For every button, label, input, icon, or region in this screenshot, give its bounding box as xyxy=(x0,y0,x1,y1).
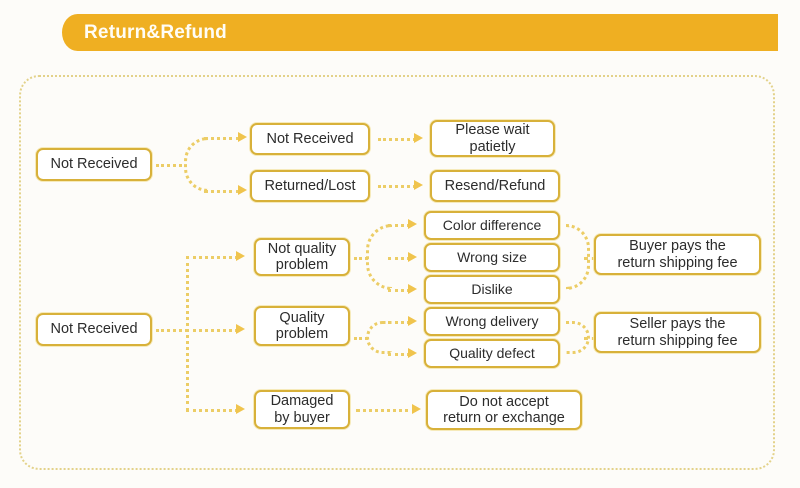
connector-stub-top xyxy=(156,164,182,167)
node-not-received-mid: Not Received xyxy=(36,313,152,346)
ribbon-body-shape xyxy=(78,14,778,51)
node-quality-defect: Quality defect xyxy=(424,339,560,368)
connector-trunk-mid xyxy=(186,256,189,411)
connector-to-not-quality-problem xyxy=(186,256,238,259)
arrow-to-color-difference xyxy=(408,219,417,229)
flow-diagram-container xyxy=(19,75,775,470)
arrow-to-dislike xyxy=(408,284,417,294)
connector-stub-mid xyxy=(156,329,188,332)
node-please-wait-patietly: Please wait patietly xyxy=(430,120,555,157)
connector-to-seller-pays xyxy=(584,337,596,340)
arrow-to-do-not-accept xyxy=(412,404,421,414)
arrow-to-not-quality-problem xyxy=(236,251,245,261)
arrow-to-not-received-branch xyxy=(238,132,247,142)
node-not-received-branch: Not Received xyxy=(250,123,370,155)
connector-to-quality-defect xyxy=(388,353,410,356)
connector-to-color-difference xyxy=(388,224,410,227)
connector-bracket-quality-split xyxy=(366,321,392,354)
connector-to-wrong-delivery xyxy=(388,321,410,324)
arrow-to-returned-lost xyxy=(238,185,247,195)
node-wrong-size: Wrong size xyxy=(424,243,560,272)
arrow-to-wrong-size xyxy=(408,252,417,262)
node-resend-refund: Resend/Refund xyxy=(430,170,560,202)
node-not-quality-problem: Not quality problem xyxy=(254,238,350,276)
node-quality-problem: Quality problem xyxy=(254,306,350,346)
connector-stub-quality xyxy=(354,337,368,340)
connector-to-quality-problem xyxy=(186,329,238,332)
node-buyer-pays-return-shipping-fee: Buyer pays the return shipping fee xyxy=(594,234,761,275)
node-do-not-accept-return-or-exchange: Do not accept return or exchange xyxy=(426,390,582,430)
arrow-to-please-wait xyxy=(414,133,423,143)
connector-returned-lost-to-resend xyxy=(378,185,416,188)
node-dislike: Dislike xyxy=(424,275,560,304)
arrow-to-wrong-delivery xyxy=(408,316,417,326)
connector-to-buyer-pays xyxy=(584,257,596,260)
arrow-to-quality-defect xyxy=(408,348,417,358)
page-title: Return&Refund xyxy=(84,22,227,43)
arrow-to-resend-refund xyxy=(414,180,423,190)
connector-not-received-to-please-wait xyxy=(378,138,416,141)
node-color-difference: Color difference xyxy=(424,211,560,240)
node-damaged-by-buyer: Damaged by buyer xyxy=(254,390,350,429)
connector-to-damaged-by-buyer xyxy=(186,409,238,412)
node-wrong-delivery: Wrong delivery xyxy=(424,307,560,336)
connector-to-wrong-size xyxy=(388,257,410,260)
connector-top-lower xyxy=(204,190,240,193)
arrow-to-damaged-by-buyer xyxy=(236,404,245,414)
ribbon-notch-shape xyxy=(62,14,82,51)
header-banner: Return&Refund xyxy=(62,14,778,51)
node-seller-pays-return-shipping-fee: Seller pays the return shipping fee xyxy=(594,312,761,353)
node-not-received-top: Not Received xyxy=(36,148,152,181)
connector-stub-not-quality xyxy=(354,257,368,260)
connector-to-dislike xyxy=(388,289,410,292)
node-returned-lost: Returned/Lost xyxy=(250,170,370,202)
connector-top-upper xyxy=(204,137,240,140)
arrow-to-quality-problem xyxy=(236,324,245,334)
connector-damaged-to-do-not-accept xyxy=(356,409,416,412)
